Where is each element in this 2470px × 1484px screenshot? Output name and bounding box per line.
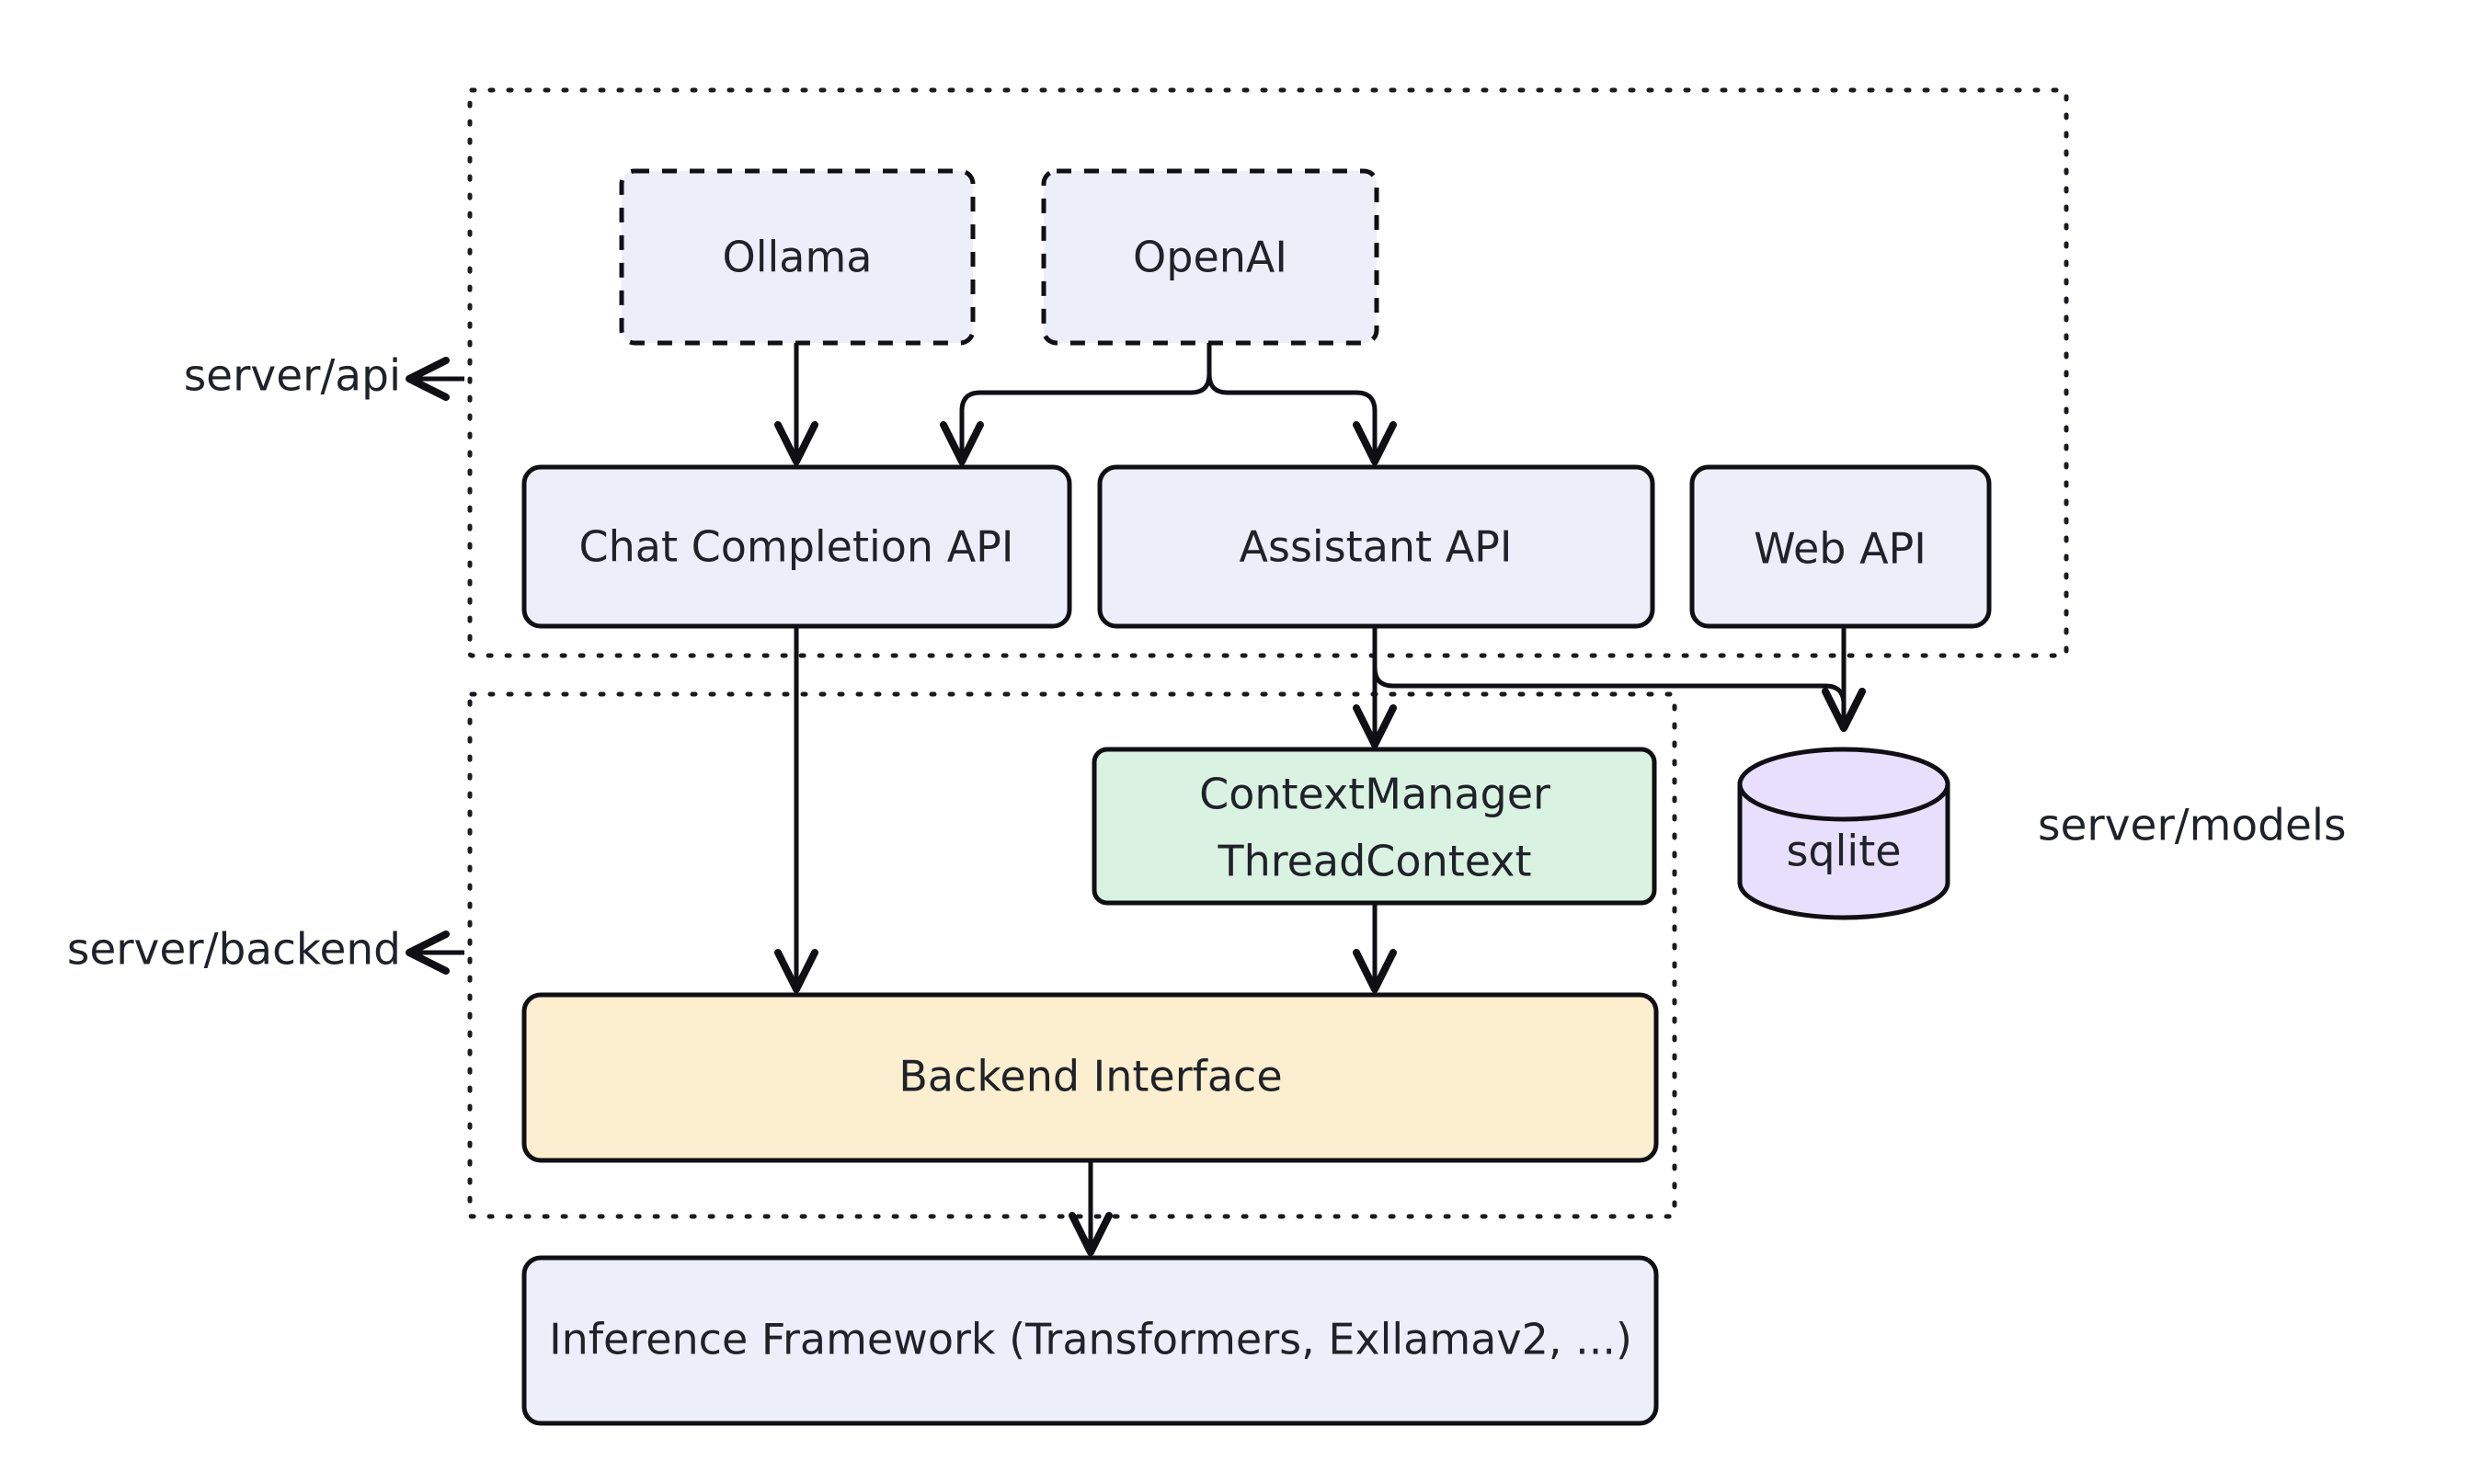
- node-sqlite-body: [1737, 782, 1950, 920]
- node-chat-completion-api[interactable]: Chat Completion API: [521, 464, 1072, 629]
- node-backend-interface-shape: [521, 992, 1659, 1163]
- node-web-api-shape: [1689, 464, 1992, 629]
- node-assistant-api-shape: [1097, 464, 1655, 629]
- node-backend-interface-label: Backend Interface: [898, 1052, 1282, 1102]
- node-ollama-shape: [619, 168, 976, 346]
- node-context-manager-label-line2: ThreadContext: [1217, 837, 1531, 886]
- node-context-manager-label-line1: ContextManager: [1199, 770, 1550, 819]
- edge-openai-to-assistant-api: [1206, 343, 1397, 465]
- node-assistant-api[interactable]: Assistant API: [1097, 464, 1655, 629]
- node-inference-framework[interactable]: Inference Framework (Transformers, Exlla…: [521, 1255, 1659, 1426]
- node-ollama-label: Ollama: [723, 233, 873, 282]
- node-ollama[interactable]: Ollama: [619, 168, 976, 346]
- group-container-server-api: [467, 87, 2069, 658]
- node-context-manager-shape: [1092, 747, 1657, 906]
- group-label-server-backend: server/backend: [67, 925, 464, 976]
- edge-assistant-api-to-sqlite: [1372, 626, 1866, 732]
- node-openai[interactable]: OpenAI: [1041, 168, 1379, 346]
- node-backend-interface[interactable]: Backend Interface: [521, 992, 1659, 1163]
- node-sqlite-label: sqlite: [1786, 827, 1901, 876]
- node-sqlite-top: [1737, 747, 1950, 822]
- node-web-api-label: Web API: [1754, 524, 1927, 574]
- group-label-server-api: server/api: [184, 351, 464, 402]
- node-openai-label: OpenAI: [1133, 233, 1287, 282]
- node-context-manager[interactable]: ContextManager ThreadContext: [1092, 747, 1657, 906]
- group-label-server-backend-text: server/backend: [67, 925, 401, 976]
- node-chat-completion-api-shape: [521, 464, 1072, 629]
- edge-openai-to-chat-completion-api: [940, 343, 1212, 465]
- group-label-server-models: server/models: [2038, 801, 2346, 851]
- node-web-api[interactable]: Web API: [1689, 464, 1992, 629]
- node-chat-completion-api-label: Chat Completion API: [579, 522, 1014, 572]
- group-label-server-api-text: server/api: [184, 351, 401, 402]
- node-openai-shape: [1041, 168, 1379, 346]
- node-inference-framework-shape: [521, 1255, 1659, 1426]
- node-sqlite[interactable]: sqlite: [1737, 747, 1950, 920]
- node-inference-framework-label: Inference Framework (Transformers, Exlla…: [549, 1315, 1632, 1364]
- node-assistant-api-label: Assistant API: [1240, 522, 1513, 572]
